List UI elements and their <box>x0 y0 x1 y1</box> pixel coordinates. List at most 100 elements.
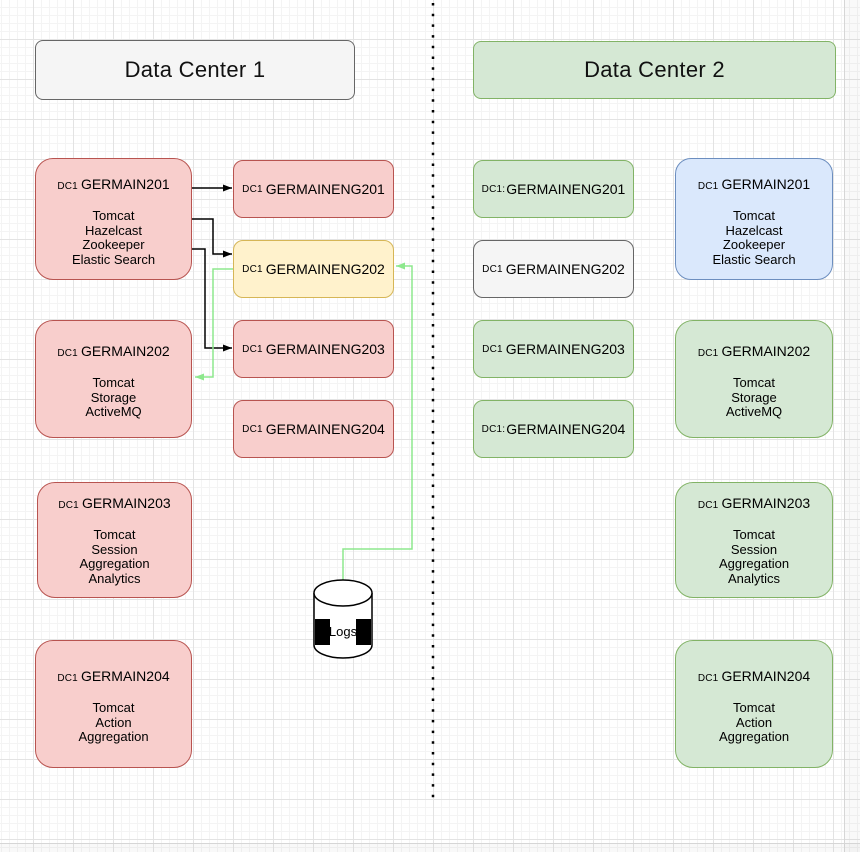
service-line: Zookeeper <box>82 237 145 252</box>
node-services: Tomcat Session Aggregation Analytics <box>676 527 832 586</box>
dc1-header-shape[interactable]: Data Center 1 <box>35 40 355 100</box>
service-line: Action <box>735 714 773 730</box>
dc1-header-label: Data Center 1 <box>124 57 266 82</box>
node-prefix: DC1 <box>58 500 79 511</box>
node-prefix: DC1 <box>57 673 78 684</box>
node-prefix: DC1 <box>242 423 263 435</box>
node-services: Tomcat Hazelcast Zookeeper Elastic Searc… <box>676 208 832 267</box>
service-line: Tomcat <box>92 375 135 390</box>
service-line: Hazelcast <box>84 222 143 238</box>
service-line: Hazelcast <box>725 222 783 238</box>
node-name: GERMAIN203 <box>721 495 811 511</box>
node-name: GERMAIN204 <box>721 668 811 684</box>
node-prefix: DC1 <box>482 263 503 275</box>
service-line: Tomcat <box>733 208 775 223</box>
node-services: Tomcat Action Aggregation <box>36 700 191 745</box>
node-services: Tomcat Hazelcast Zookeeper Elastic Searc… <box>36 208 191 267</box>
node-name: GERMAINENG202 <box>505 261 625 277</box>
logs-left-bar <box>315 619 330 645</box>
node-prefix: DC1 <box>697 348 719 359</box>
service-line: Session <box>730 541 778 557</box>
service-line: Tomcat <box>733 375 775 390</box>
service-line: Zookeeper <box>722 237 786 252</box>
service-line: Session <box>91 541 138 557</box>
node-name: GERMAIN201 <box>80 176 170 192</box>
connector-eng202-germain202[interactable] <box>195 268 233 381</box>
service-line: Aggregation <box>78 729 149 744</box>
service-line: Tomcat <box>92 208 135 223</box>
connector-germain201-eng202[interactable] <box>192 218 232 258</box>
service-line: Storage <box>90 389 137 405</box>
dc2-header-shape[interactable]: Data Center 2 <box>473 41 836 99</box>
service-line: Elastic Search <box>71 251 156 267</box>
node-prefix: DC1 <box>482 343 503 355</box>
node-prefix: DC1 <box>57 181 78 192</box>
node-prefix: DC1 <box>57 348 78 359</box>
node-name: GERMAINENG201 <box>506 181 626 197</box>
node-prefix: DC1 <box>242 183 263 195</box>
node-prefix: DC1 <box>242 343 263 355</box>
node-name: GERMAIN202 <box>721 343 811 359</box>
node-name: GERMAINENG202 <box>265 261 385 277</box>
node-services: Tomcat Session Aggregation Analytics <box>38 527 191 586</box>
node-prefix: DC1 <box>697 500 719 511</box>
logs-label: Logs <box>329 624 358 639</box>
node-prefix: DC1 <box>242 263 263 275</box>
service-line: Aggregation <box>79 556 150 571</box>
node-prefix: DC1 <box>697 673 719 684</box>
node-prefix: DC1: <box>481 423 506 435</box>
node-name: GERMAINENG201 <box>265 181 385 197</box>
logs-cylinder[interactable]: Logs <box>313 579 373 659</box>
dc2-germaineng204-node[interactable]: DC1:GERMAINENG204 <box>473 400 634 458</box>
node-services: Tomcat Action Aggregation <box>676 700 832 745</box>
page-boundary-bottom <box>0 843 860 852</box>
node-name: GERMAINENG204 <box>506 421 626 437</box>
service-line: Analytics <box>727 570 781 586</box>
service-line: Aggregation <box>718 729 790 744</box>
service-line: Storage <box>731 389 777 405</box>
node-name: GERMAINENG203 <box>265 341 385 357</box>
service-line: Analytics <box>88 570 141 586</box>
service-line: Action <box>95 714 132 730</box>
service-line: Elastic Search <box>712 251 796 267</box>
node-name: GERMAIN203 <box>81 495 171 511</box>
node-name: GERMAINENG204 <box>265 421 385 437</box>
page-boundary-right <box>844 0 860 852</box>
node-name: GERMAIN201 <box>721 176 811 192</box>
node-services: Tomcat Storage ActiveMQ <box>36 375 191 420</box>
node-name: GERMAINENG203 <box>505 341 625 357</box>
node-name: GERMAIN202 <box>80 343 170 359</box>
connector-germain201-eng203[interactable] <box>192 248 232 352</box>
dc2-germaineng201-node[interactable]: DC1:GERMAINENG201 <box>473 160 634 218</box>
service-line: Tomcat <box>92 700 135 715</box>
service-line: ActiveMQ <box>85 404 142 419</box>
service-line: Tomcat <box>733 700 775 715</box>
service-line: Tomcat <box>93 527 136 542</box>
service-line: ActiveMQ <box>725 404 783 419</box>
service-line: Aggregation <box>718 556 790 571</box>
node-name: GERMAIN204 <box>80 668 170 684</box>
node-prefix: DC1: <box>481 183 506 195</box>
node-services: Tomcat Storage ActiveMQ <box>676 375 832 420</box>
